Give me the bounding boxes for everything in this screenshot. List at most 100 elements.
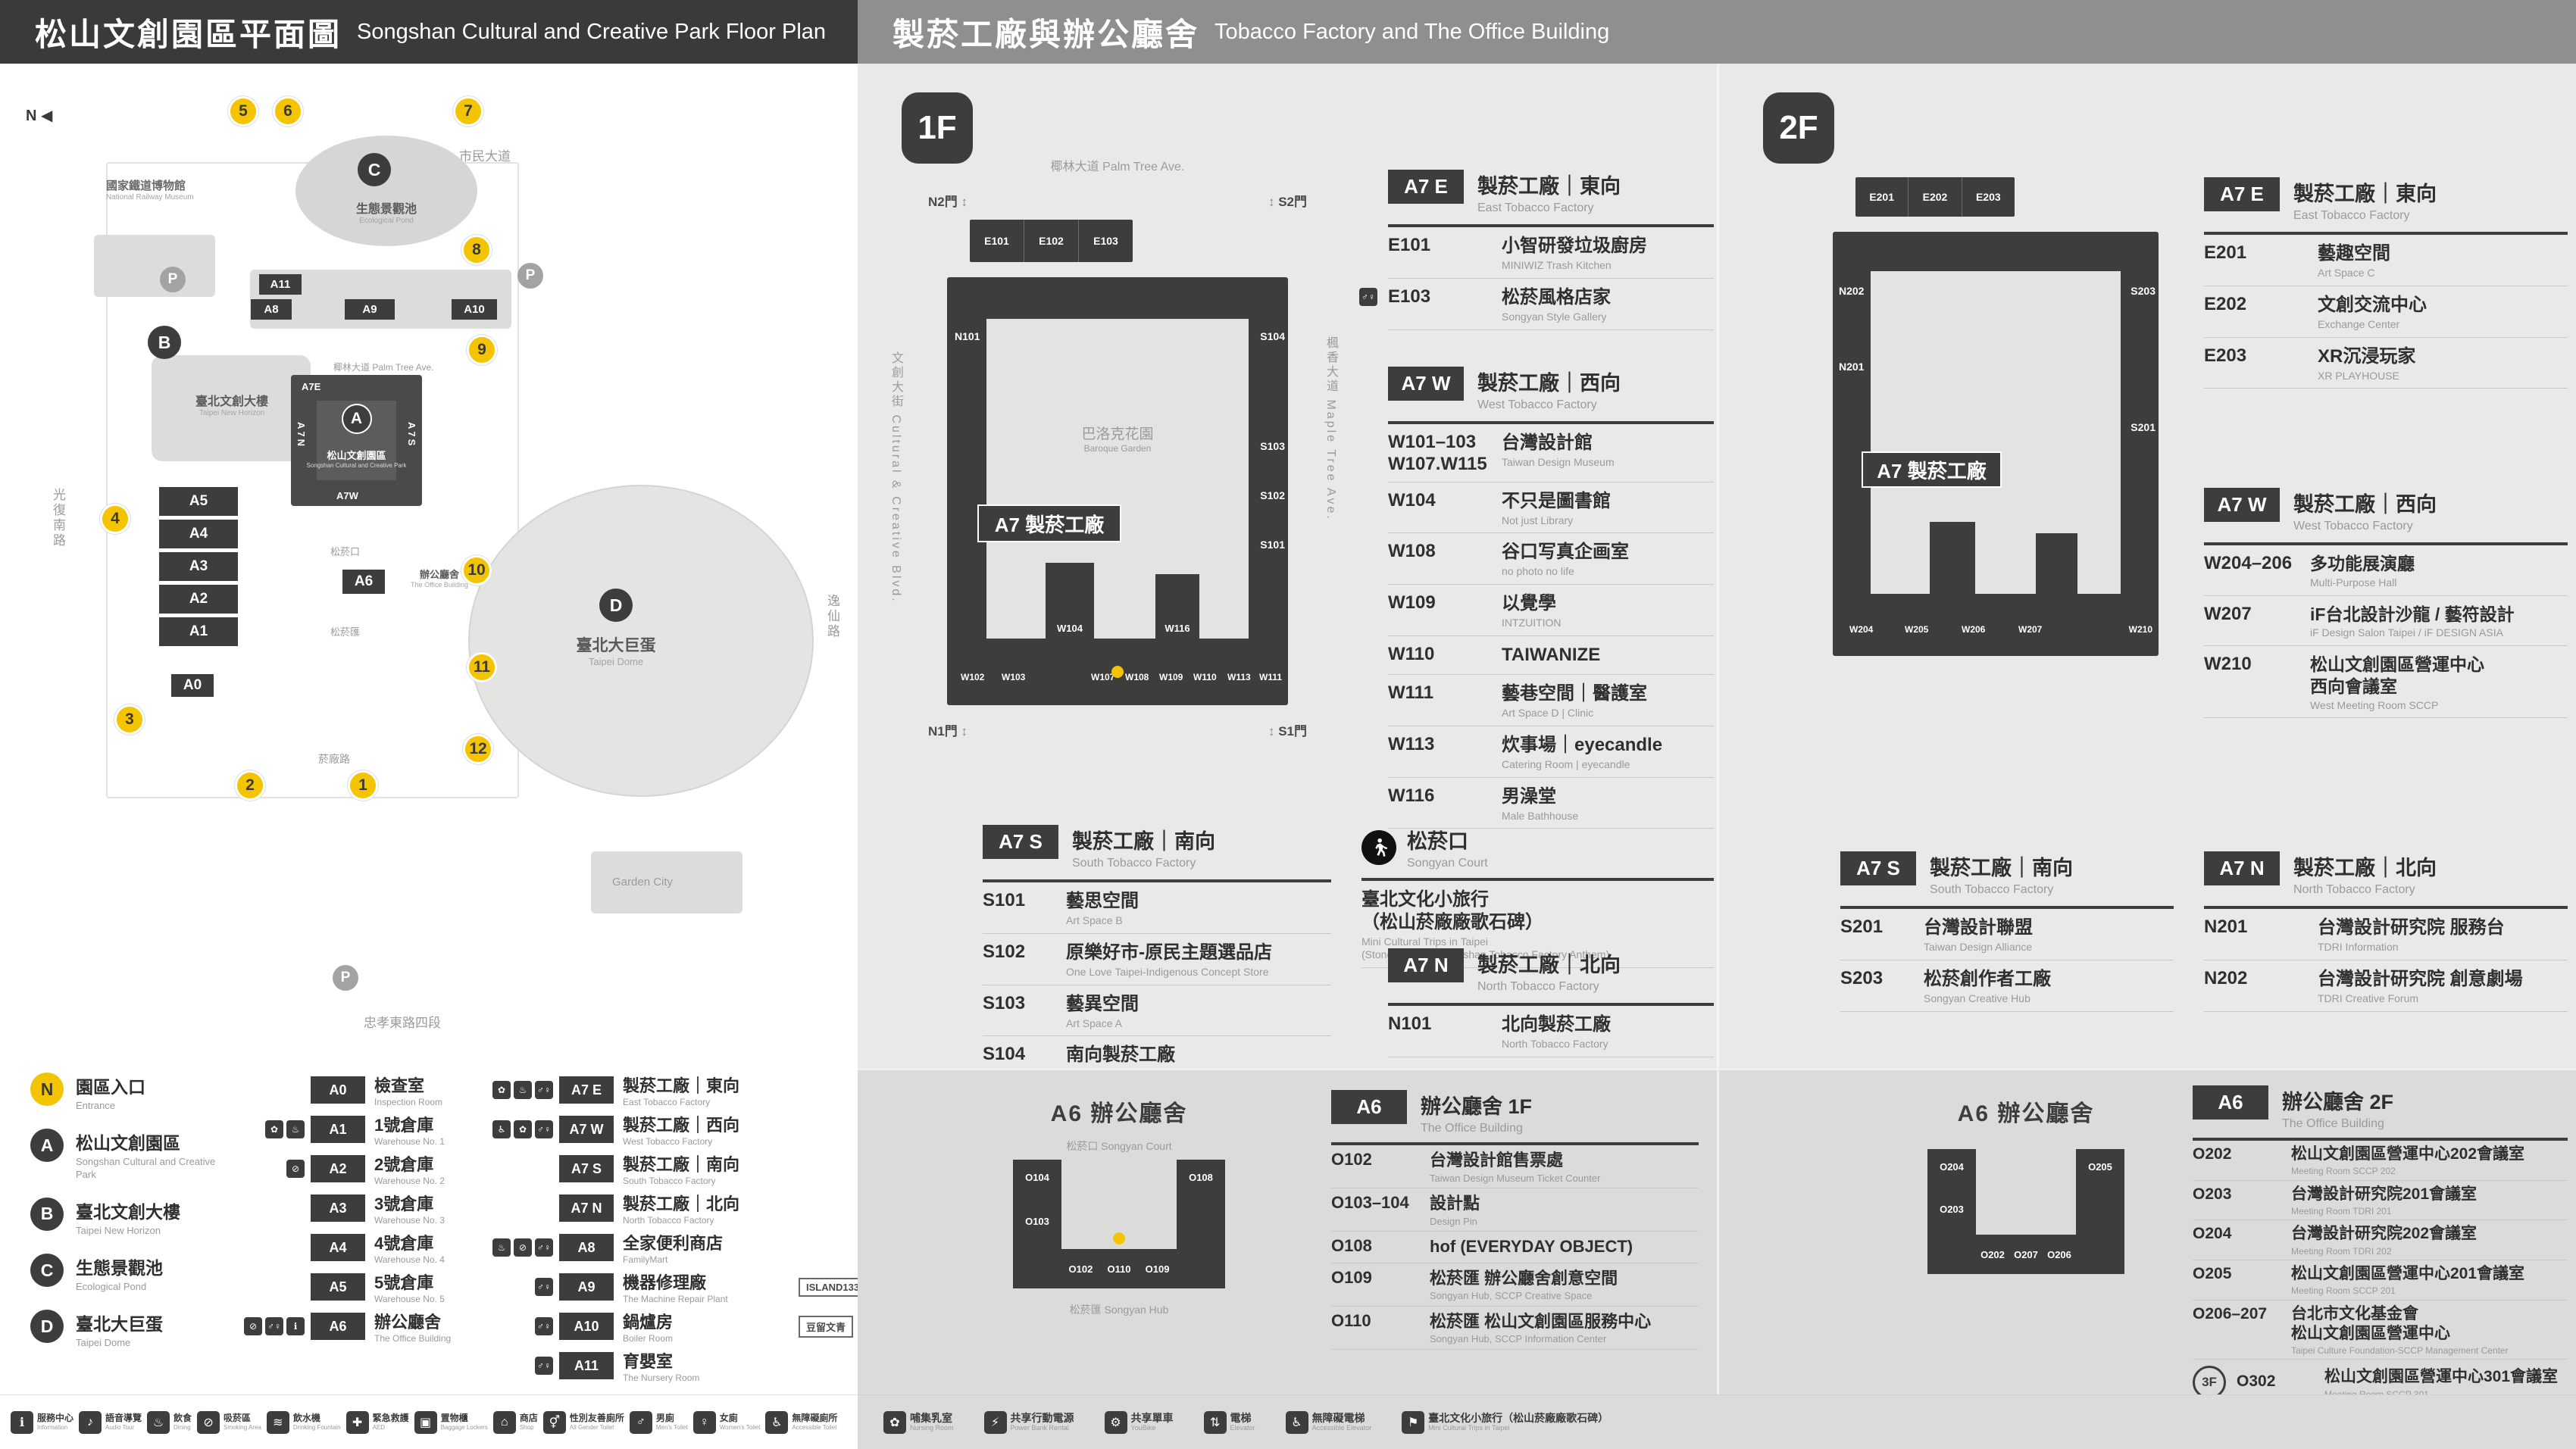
floor-2f-badge: 2F: [1763, 92, 1834, 164]
map-tag-a9: A9: [345, 299, 395, 320]
amenity-item: ⚑ 臺北文化小旅行（松山菸廠廠歌石碑）Mini Cultural Trips i…: [1402, 1410, 1608, 1434]
street-guangfu-rd: 光復南路: [51, 488, 65, 548]
a6-center-bar: O202 O207 O206: [1976, 1235, 2076, 1274]
a7-factory-map-shape: A7E A7W A7N A7S A 松山文創園區 Songshan Cultur…: [291, 375, 422, 506]
toilet-icon: ♂♀: [535, 1278, 553, 1296]
plan-room-o104: O104: [1025, 1172, 1049, 1183]
plan-room-o205: O205: [2088, 1161, 2112, 1173]
locker-icon: ▣: [414, 1410, 437, 1434]
a7e-badge: A7 E: [1388, 170, 1464, 204]
nursing-icon: ✿: [514, 1120, 532, 1138]
plan-room-o108: O108: [1189, 1172, 1213, 1183]
entrance-3: 3: [114, 704, 145, 735]
plan-room-o204: O204: [1940, 1161, 1964, 1173]
area-marker-icon: C: [30, 1254, 64, 1287]
a6-right-wing: O108: [1177, 1160, 1225, 1288]
building-code-badge: A10: [559, 1313, 614, 1340]
a7s-badge: A7 S: [1840, 851, 1916, 885]
right-title-zh: 製菸工廠與辦公廳舍: [893, 16, 1200, 52]
floor-1f-section: 1F 椰林大道 Palm Tree Ave. N2門 ↕ ↕ S2門 E101 …: [858, 64, 1717, 1088]
building-code-badge: A2: [311, 1155, 365, 1182]
a6-building-shape: O204 O203 O205 O202 O207 O206: [1927, 1149, 2124, 1274]
park-map: N ◀ 市民大道 光復南路 忠孝東路四段 菸廠路 逸仙路 椰林大道 Palm T…: [0, 64, 868, 1394]
map-tag-a7s: A7S: [406, 422, 417, 448]
plan-room-e102: E102: [1024, 220, 1078, 262]
parking-icon: P: [333, 965, 358, 991]
ecological-pond: [295, 136, 477, 246]
railway-museum-label: 國家鐵道博物館 National Railway Museum: [106, 180, 194, 201]
street-yixian-rd: 逸仙路: [825, 594, 839, 639]
toilet-icon: ♂♀: [535, 1120, 553, 1138]
building-code-badge: A0: [311, 1076, 365, 1104]
bike-icon: ⚙: [1104, 1410, 1127, 1434]
a6-badge: A6: [1331, 1090, 1407, 1124]
a6-center-bar: O102 O110 O109: [1061, 1249, 1177, 1288]
baroque-garden-label: 巴洛克花園 Baroque Garden: [1081, 426, 1154, 454]
a7-ring-2f: A7 製菸工廠 N202 N201 S203 S201 W204 W205 W2…: [1833, 232, 2159, 656]
plan-room-e202: E202: [1908, 177, 1961, 217]
plan-room-w107: W107: [1091, 672, 1115, 682]
shop-icon: ⌂: [492, 1410, 516, 1434]
a6-plan-title: A6 辦公廳舍: [1957, 1101, 2095, 1126]
plan-room-w206: W206: [1962, 624, 1986, 635]
area-marker-icon: B: [30, 1197, 64, 1231]
building-code-badge: A5: [311, 1273, 365, 1301]
a7-building-label: A7 製菸工廠: [1862, 451, 2002, 488]
walking-person-icon: [1361, 830, 1396, 865]
courtyard-2f: [1871, 271, 2121, 594]
street-palm-ave: 椰林大道 Palm Tree Ave.: [333, 362, 434, 373]
plan-room-s101: S101: [1260, 539, 1285, 551]
plan-room-w103: W103: [1002, 672, 1026, 682]
east-rooms-block-2f: E201 E202 E203: [1855, 177, 2015, 217]
area-marker-icon: D: [30, 1310, 64, 1344]
plan-room-o207: O207: [2014, 1248, 2038, 1260]
plan-room-e203: E203: [1961, 177, 2015, 217]
legend-icons: ⊘♂♀ℹ: [241, 1317, 311, 1335]
railway-museum-block: [94, 235, 215, 297]
park-name-label: 松山文創園區 Songshan Cultural and Creative Pa…: [306, 450, 407, 469]
trips-icon: ⚑: [1402, 1410, 1425, 1434]
legend-icons: ♂♀: [489, 1278, 559, 1296]
a7n-badge: A7 N: [1388, 948, 1464, 982]
floor-1f-plan: 椰林大道 Palm Tree Ave. N2門 ↕ ↕ S2門 E101 E10…: [928, 156, 1307, 823]
entrance-6: 6: [273, 96, 303, 126]
entrance-8: 8: [461, 235, 492, 265]
plan-room-n201: N201: [1839, 361, 1865, 373]
toilet-icon: ♂♀: [1359, 287, 1377, 306]
legend-icons: ♨⊘♂♀: [489, 1238, 559, 1257]
entrance-10: 10: [461, 555, 492, 586]
plan-room-o206: O206: [2047, 1248, 2071, 1260]
plan-room-w207: W207: [2018, 624, 2043, 635]
plan-room-w205: W205: [1905, 624, 1929, 635]
toilet-icon: ♂♀: [535, 1357, 553, 1375]
smoking-icon: ⊘: [197, 1410, 220, 1434]
a6-left-wing: O204 O203: [1927, 1149, 1976, 1274]
map-hub-label: 松菸匯: [330, 626, 361, 638]
